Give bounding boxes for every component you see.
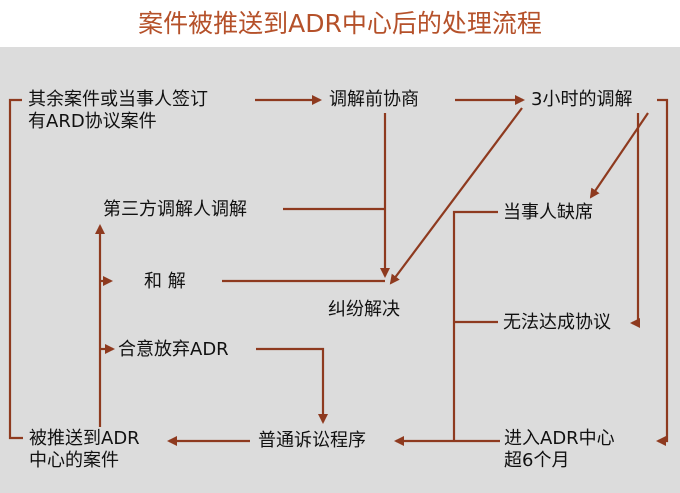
connector-threehour-to-absent	[589, 112, 649, 199]
node-other-cases-line1: 其余案件或当事人签订	[28, 89, 208, 110]
node-party-absent: 当事人缺席	[503, 202, 593, 223]
connector-pushed-to-other	[8, 98, 23, 440]
node-pushed-cases-line1: 被推送到ADR	[29, 428, 140, 449]
diagram-title: 案件被推送到ADR中心后的处理流程	[138, 9, 542, 38]
node-agree-abandon-adr: 合意放弃ADR	[118, 339, 229, 360]
connector-threehour-to-oversix	[656, 98, 669, 446]
node-settlement: 和 解	[144, 271, 186, 292]
node-third-party-mediation: 第三方调解人调解	[103, 199, 247, 220]
node-ordinary-litigation: 普通诉讼程序	[258, 430, 366, 451]
node-dispute-resolved: 纠纷解决	[328, 299, 400, 320]
node-other-cases: 其余案件或当事人签订 有ARD协议案件	[28, 89, 208, 133]
connector-abandon-to-litigation	[256, 347, 328, 424]
node-over-six-months-line1: 进入ADR中心	[504, 428, 615, 449]
node-no-agreement: 无法达成协议	[503, 312, 611, 333]
diagram-panel	[0, 47, 680, 493]
node-pre-mediation: 调解前协商	[329, 89, 419, 110]
connector-threehour-to-noagreement	[630, 113, 640, 328]
node-three-hour-mediation: 3小时的调解	[531, 89, 633, 110]
node-pushed-cases: 被推送到ADR 中心的案件	[29, 428, 140, 472]
node-over-six-months-line2: 超6个月	[504, 450, 570, 471]
node-over-six-months: 进入ADR中心 超6个月	[504, 428, 615, 472]
connector-threehour-to-resolved	[389, 107, 523, 285]
connector-bracket-exits	[452, 210, 498, 441]
node-other-cases-line2: 有ARD协议案件	[28, 111, 157, 132]
node-pushed-cases-line2: 中心的案件	[29, 450, 119, 471]
